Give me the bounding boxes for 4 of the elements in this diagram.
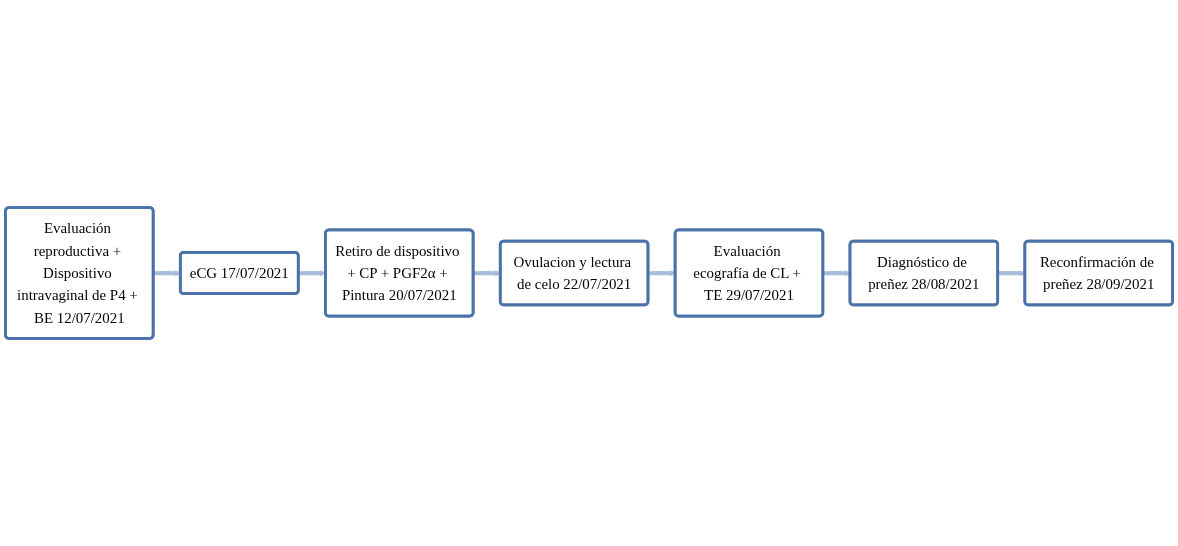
arrow (473, 270, 501, 277)
arrow (153, 270, 181, 277)
arrow (298, 270, 326, 277)
arrow (648, 270, 676, 277)
